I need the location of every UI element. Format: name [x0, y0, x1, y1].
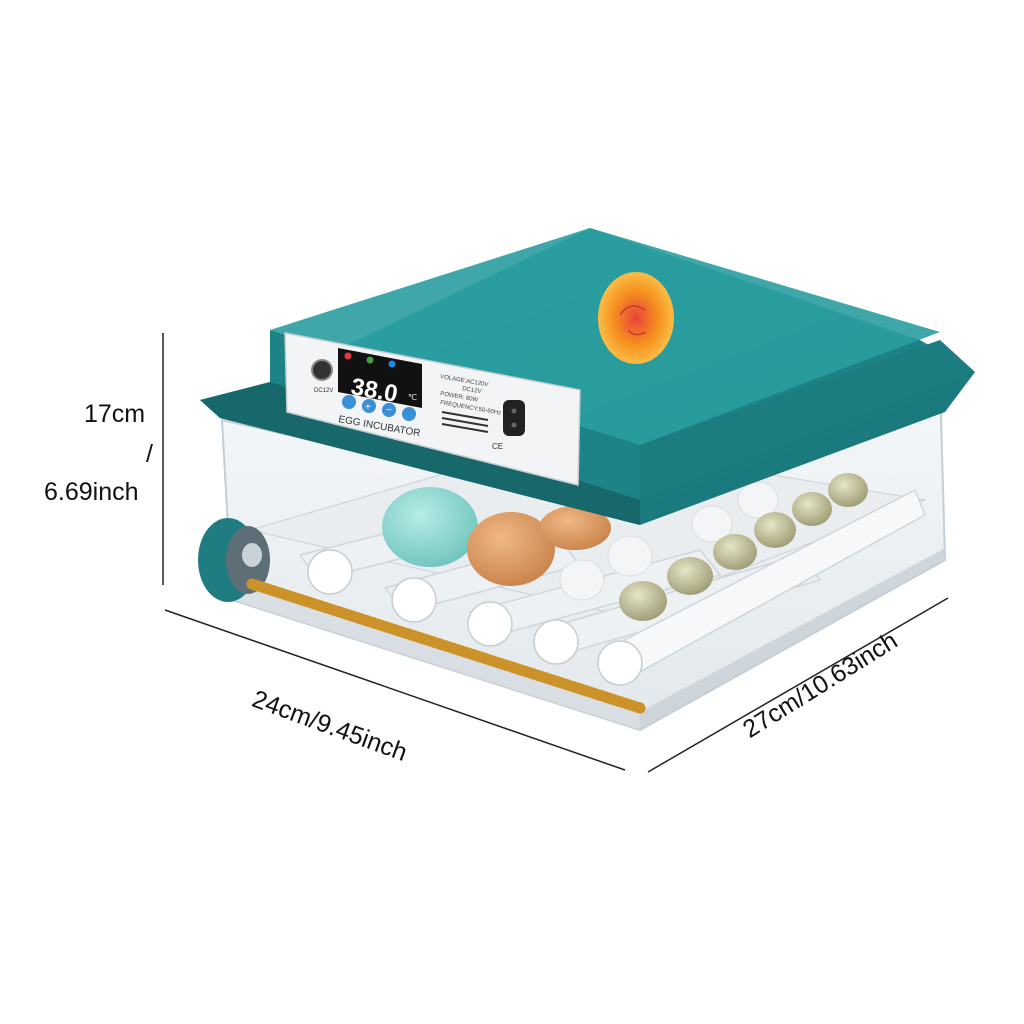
turning-motor: [198, 518, 270, 602]
height-inch-label: 6.69inch: [44, 478, 139, 506]
gear: [467, 601, 513, 647]
white-egg: [737, 481, 779, 519]
minus-icon: −: [386, 405, 392, 416]
settings-button[interactable]: [342, 395, 356, 409]
gear: [391, 577, 437, 623]
height-separator: /: [146, 440, 153, 468]
gear: [307, 549, 353, 595]
plus-icon: +: [365, 402, 371, 413]
height-metric-label: 17cm: [84, 400, 146, 428]
quail-egg: [792, 492, 832, 526]
quail-egg: [754, 512, 796, 548]
cert-marks: CE: [492, 442, 503, 451]
width-dimension-line: [164, 609, 626, 771]
minus-button[interactable]: [382, 403, 396, 417]
power-button[interactable]: [311, 359, 333, 381]
power-icon: ⏻: [408, 365, 415, 375]
blue-egg: [382, 487, 478, 567]
depth-dimension-line: [647, 597, 949, 773]
candling-egg: [598, 272, 674, 364]
white-egg: [559, 559, 605, 601]
control-panel: DC12V 38.0 ℃ + − ⏻ EGG INCUBATOR VOLAGE:…: [284, 332, 581, 486]
temperature-display: [338, 348, 422, 408]
white-egg: [607, 535, 653, 577]
white-egg: [691, 505, 733, 543]
brown-egg: [467, 512, 555, 586]
quail-egg: [828, 473, 868, 507]
dc-label: DC12V: [314, 388, 333, 394]
power-socket-icon: [503, 400, 525, 436]
display-unit: ℃: [408, 393, 417, 402]
plus-button[interactable]: [362, 399, 376, 413]
quail-egg: [667, 557, 713, 595]
gear: [597, 640, 643, 686]
brown-egg: [539, 506, 611, 550]
quail-egg: [713, 534, 757, 570]
quail-egg: [619, 581, 667, 621]
eggs: [382, 473, 868, 621]
settings-icon-button[interactable]: [402, 407, 416, 421]
turning-gears: [307, 549, 643, 686]
spec-line: DC12V: [462, 386, 482, 395]
gear: [533, 619, 579, 665]
